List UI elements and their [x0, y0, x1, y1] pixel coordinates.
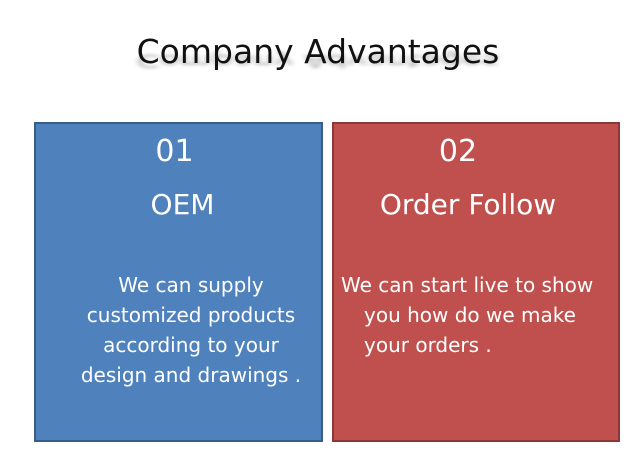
card-description-line: customized products: [86, 303, 296, 327]
card-description-line: We can start live to show: [341, 273, 594, 297]
title-area: Company Advantages: [0, 32, 636, 72]
card-description-line: you how do we make: [364, 303, 576, 327]
card-description-line: design and drawings .: [80, 363, 302, 387]
card-description: We can start live to show you how do we …: [339, 270, 617, 360]
advantage-card-order-follow: 02 Order Follow We can start live to sho…: [332, 122, 620, 442]
card-description-line: according to your: [103, 333, 279, 357]
card-heading: OEM: [150, 188, 215, 221]
card-description-line: your orders .: [364, 333, 492, 357]
advantage-card-oem: 01 OEM We can supply customized products…: [34, 122, 323, 442]
card-description-line: We can supply: [118, 273, 264, 297]
card-heading: Order Follow: [379, 188, 557, 221]
card-number: 01: [155, 134, 194, 169]
card-number: 02: [438, 134, 478, 169]
slide-title: Company Advantages: [136, 32, 500, 71]
card-description: We can supply customized products accord…: [66, 270, 316, 390]
